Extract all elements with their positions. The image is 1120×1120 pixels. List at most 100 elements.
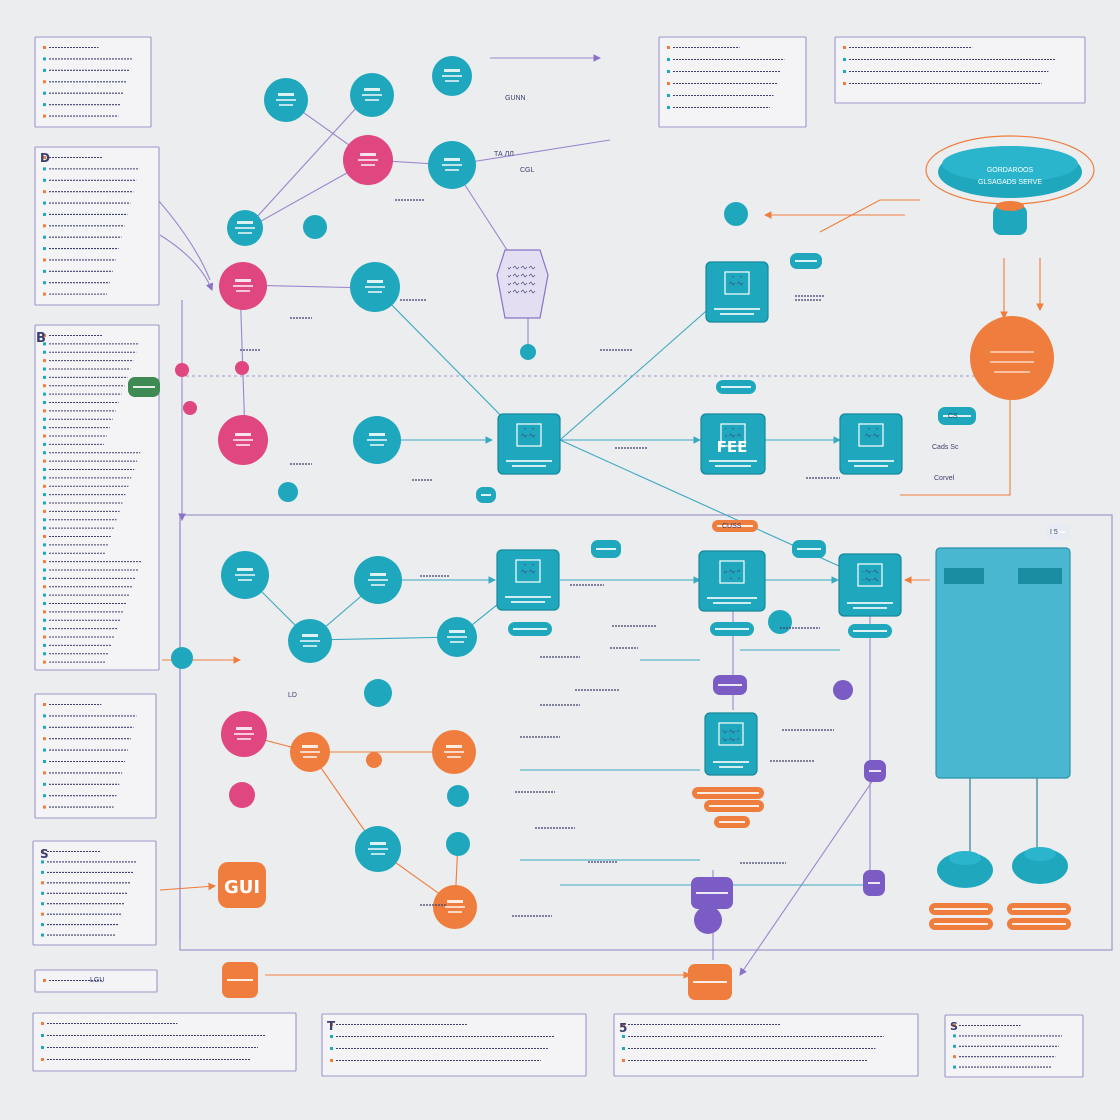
node-disc xyxy=(235,361,249,375)
text-line xyxy=(365,99,379,101)
ld-note: LD xyxy=(288,692,297,699)
bullet-icon xyxy=(43,560,46,564)
bullet-icon xyxy=(43,551,46,555)
node-box xyxy=(497,413,561,475)
bullet-icon xyxy=(843,70,846,73)
text-line xyxy=(233,285,253,287)
text-line xyxy=(511,601,545,603)
bullet-icon xyxy=(330,1023,333,1026)
text-line xyxy=(713,602,751,604)
qr-icon xyxy=(521,428,537,442)
annotation-notes xyxy=(240,199,840,917)
tag-pill xyxy=(714,816,750,828)
bullet-icon xyxy=(41,902,44,906)
connector-line xyxy=(159,234,214,292)
node-disc xyxy=(364,679,392,707)
cylinder-title: GORDAROOS xyxy=(987,167,1034,174)
text-line xyxy=(513,628,547,630)
bullet-icon xyxy=(41,1034,44,1037)
fee-label: FEE xyxy=(717,438,748,456)
text-panels xyxy=(32,36,1086,1078)
node-circle xyxy=(355,826,401,872)
text-line xyxy=(237,738,251,740)
text-line xyxy=(370,444,384,446)
tag-pill xyxy=(710,622,754,636)
node-square xyxy=(700,413,766,475)
bullet-icon xyxy=(43,57,46,61)
panel-box xyxy=(658,36,807,128)
text-line xyxy=(371,853,385,855)
bullet-icon xyxy=(667,70,670,73)
bullet-icon xyxy=(43,468,46,471)
bullet-icon xyxy=(43,635,46,639)
bullet-icon xyxy=(667,58,670,61)
bullet-icon xyxy=(43,459,46,463)
tag-pill xyxy=(1007,903,1071,915)
text-line xyxy=(721,386,751,388)
bullet-icon xyxy=(43,493,46,497)
node-square xyxy=(839,413,903,475)
bullet-icon xyxy=(43,618,46,622)
node-circle xyxy=(183,401,197,415)
qr-icon xyxy=(719,560,745,584)
nodes xyxy=(128,56,1071,1000)
node-square xyxy=(698,550,766,612)
bullet-icon xyxy=(43,627,46,631)
text-line xyxy=(707,597,757,599)
legend-letter-s: S xyxy=(40,847,49,861)
bullet-icon xyxy=(43,367,46,371)
bullet-icon xyxy=(43,610,46,614)
bullet-icon xyxy=(43,350,46,354)
tag-pill xyxy=(1046,524,1070,540)
node-disc xyxy=(229,782,255,808)
qr-icon xyxy=(508,266,536,294)
bullet-icon xyxy=(43,80,46,84)
bullet-icon xyxy=(43,576,46,580)
text-line xyxy=(303,645,317,647)
bullet-icon xyxy=(41,891,44,895)
node-circle xyxy=(833,680,853,700)
cloud-icon xyxy=(949,851,981,865)
qr-icon xyxy=(723,727,739,741)
bullet-icon xyxy=(43,526,46,530)
text-line xyxy=(1012,908,1066,910)
info-panel xyxy=(34,693,157,819)
node-circle xyxy=(437,617,477,657)
text-line xyxy=(847,602,893,604)
text-line xyxy=(719,766,743,768)
bullet-icon xyxy=(41,923,44,927)
tag-pill xyxy=(692,787,764,799)
document-icon xyxy=(302,745,318,748)
text-line xyxy=(450,641,464,643)
text-line xyxy=(300,751,320,753)
connector-line xyxy=(739,769,881,976)
node-circle xyxy=(432,56,472,96)
node-circle xyxy=(221,551,269,599)
bullet-icon xyxy=(43,417,46,421)
tag-pill xyxy=(713,675,747,695)
node-box xyxy=(496,549,560,611)
bullet-icon xyxy=(953,1055,956,1059)
legend-letter-d: D xyxy=(40,151,50,165)
legend-letter-b: B xyxy=(36,331,46,346)
text-line xyxy=(447,756,461,758)
text-line xyxy=(368,848,388,850)
info-panel xyxy=(34,324,160,671)
text-line xyxy=(853,607,887,609)
connector-line xyxy=(239,284,246,436)
text-line xyxy=(227,979,253,981)
qr-icon xyxy=(718,722,744,746)
text-line xyxy=(368,291,382,293)
panel-box xyxy=(32,840,157,946)
node-box xyxy=(839,413,903,475)
bullet-icon xyxy=(622,1035,625,1038)
tag-pill xyxy=(704,800,764,812)
node-box xyxy=(705,261,769,323)
legend-letter-t: T xyxy=(327,1019,336,1033)
bullet-icon xyxy=(43,178,46,182)
document-icon xyxy=(237,221,253,224)
bullet-icon xyxy=(43,235,46,239)
orange-service-disc xyxy=(970,316,1054,400)
legend-letter-5: 5 xyxy=(619,1021,627,1035)
qr-icon xyxy=(516,423,542,447)
